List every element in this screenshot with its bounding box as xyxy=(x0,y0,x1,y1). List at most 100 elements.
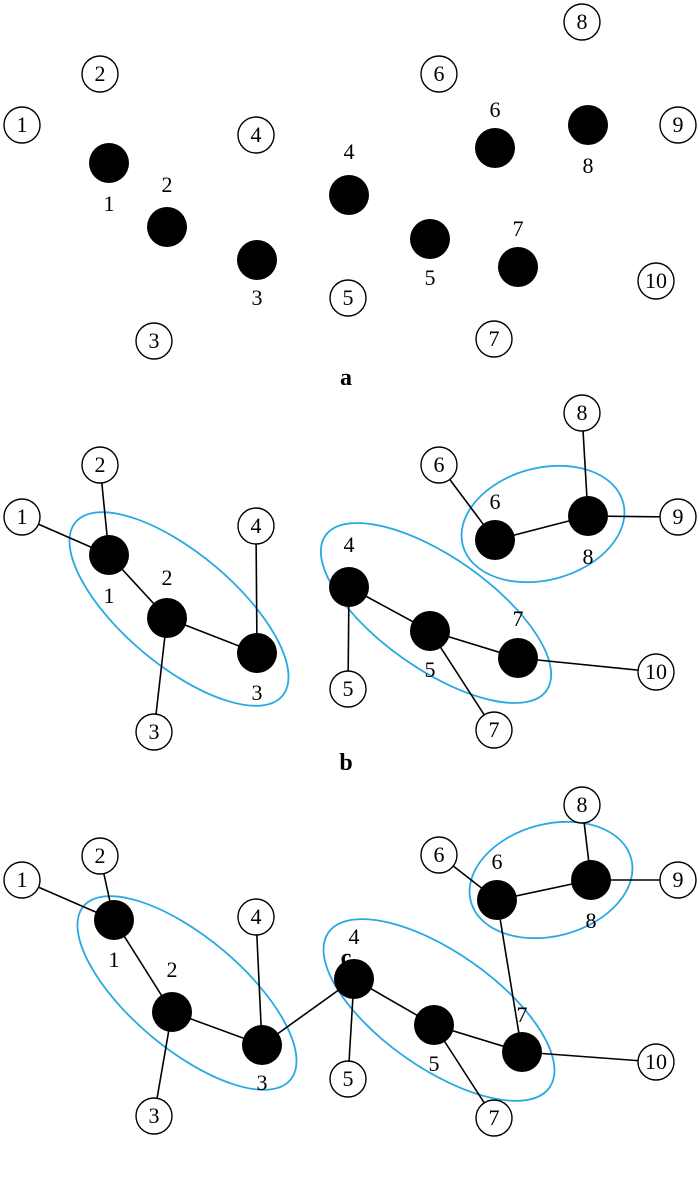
open-node-2 xyxy=(81,446,119,484)
open-node-label-8: 8 xyxy=(577,400,588,425)
filled-node-label-2: 2 xyxy=(162,172,173,197)
filled-node-3 xyxy=(237,240,277,280)
open-node-4 xyxy=(237,507,275,545)
open-node-label-7: 7 xyxy=(489,1105,500,1130)
filled-node-2 xyxy=(152,992,192,1032)
filled-node-label-2: 2 xyxy=(167,957,178,982)
open-node-label-6: 6 xyxy=(434,61,445,86)
filled-node-1 xyxy=(89,535,129,575)
edge-f3-o4 xyxy=(255,916,263,1046)
open-node-7 xyxy=(475,320,513,358)
filled-node-7 xyxy=(502,1032,542,1072)
edge-f7-o10 xyxy=(517,657,657,673)
panel-label: a xyxy=(340,365,352,391)
filled-node-1 xyxy=(94,900,134,940)
filled-node-label-4: 4 xyxy=(344,139,355,164)
open-node-label-1: 1 xyxy=(17,112,28,137)
open-node-2 xyxy=(81,837,119,875)
open-node-label-1: 1 xyxy=(17,504,28,529)
open-node-9 xyxy=(659,106,697,144)
filled-node-label-7: 7 xyxy=(513,606,524,631)
open-node-label-10: 10 xyxy=(645,659,667,684)
filled-node-label-8: 8 xyxy=(586,908,597,933)
group-ellipse-1 xyxy=(76,895,298,1091)
open-node-label-9: 9 xyxy=(673,504,684,529)
filled-node-3 xyxy=(242,1025,282,1065)
filled-node-1 xyxy=(89,143,129,183)
open-node-5 xyxy=(329,279,367,317)
filled-node-4 xyxy=(334,959,374,999)
open-node-5 xyxy=(329,1060,367,1098)
panel-label: c xyxy=(341,945,352,971)
filled-node-label-5: 5 xyxy=(425,265,436,290)
filled-node-2 xyxy=(147,207,187,247)
filled-node-label-1: 1 xyxy=(109,947,120,972)
group-ellipse-3 xyxy=(468,820,634,940)
filled-node-8 xyxy=(568,105,608,145)
open-node-label-8: 8 xyxy=(577,792,588,817)
filled-node-6 xyxy=(475,520,515,560)
group-ellipse-3 xyxy=(460,464,626,584)
open-node-label-10: 10 xyxy=(645,268,667,293)
filled-node-label-6: 6 xyxy=(490,97,501,122)
open-node-3 xyxy=(135,322,173,360)
open-node-label-6: 6 xyxy=(434,842,445,867)
group-ellipse-1 xyxy=(68,511,290,707)
filled-node-label-1: 1 xyxy=(104,191,115,216)
filled-node-label-7: 7 xyxy=(513,216,524,241)
open-node-6 xyxy=(420,446,458,484)
filled-node-label-7: 7 xyxy=(517,1002,528,1027)
open-node-1 xyxy=(3,498,41,536)
filled-node-label-8: 8 xyxy=(583,544,594,569)
open-node-label-2: 2 xyxy=(95,843,106,868)
open-node-6 xyxy=(420,836,458,874)
open-node-10 xyxy=(637,262,675,300)
open-node-label-3: 3 xyxy=(149,328,160,353)
filled-node-label-3: 3 xyxy=(252,680,263,705)
open-node-label-4: 4 xyxy=(251,513,262,538)
filled-node-8 xyxy=(568,496,608,536)
open-node-3 xyxy=(135,1097,173,1135)
open-node-5 xyxy=(329,670,367,708)
open-node-label-7: 7 xyxy=(489,326,500,351)
open-node-7 xyxy=(475,1099,513,1137)
open-node-1 xyxy=(3,106,41,144)
open-node-9 xyxy=(659,861,697,899)
open-node-label-4: 4 xyxy=(251,904,262,929)
open-node-label-2: 2 xyxy=(95,61,106,86)
filled-node-label-4: 4 xyxy=(349,924,360,949)
open-node-10 xyxy=(637,1043,675,1081)
filled-node-label-5: 5 xyxy=(425,657,436,682)
open-node-2 xyxy=(81,55,119,93)
filled-node-5 xyxy=(410,611,450,651)
open-node-label-3: 3 xyxy=(149,1103,160,1128)
open-node-label-8: 8 xyxy=(577,9,588,34)
open-node-4 xyxy=(237,898,275,936)
open-node-label-10: 10 xyxy=(645,1049,667,1074)
edge-f7-f6 xyxy=(496,899,523,1053)
open-node-8 xyxy=(563,3,601,41)
group-ellipse-2 xyxy=(319,522,553,704)
group-ellipse-2 xyxy=(322,918,556,1102)
open-node-1 xyxy=(3,861,41,899)
filled-node-label-4: 4 xyxy=(344,532,355,557)
filled-node-label-6: 6 xyxy=(490,489,501,514)
filled-node-label-6: 6 xyxy=(492,849,503,874)
open-node-10 xyxy=(637,653,675,691)
filled-node-label-8: 8 xyxy=(583,153,594,178)
filled-node-label-5: 5 xyxy=(429,1051,440,1076)
filled-node-label-1: 1 xyxy=(104,583,115,608)
open-node-label-5: 5 xyxy=(343,676,354,701)
filled-node-7 xyxy=(498,638,538,678)
filled-node-2 xyxy=(147,598,187,638)
open-node-7 xyxy=(475,711,513,749)
open-node-label-7: 7 xyxy=(489,717,500,742)
filled-node-label-3: 3 xyxy=(257,1070,268,1095)
filled-node-5 xyxy=(410,219,450,259)
open-node-label-3: 3 xyxy=(149,719,160,744)
open-node-6 xyxy=(420,55,458,93)
